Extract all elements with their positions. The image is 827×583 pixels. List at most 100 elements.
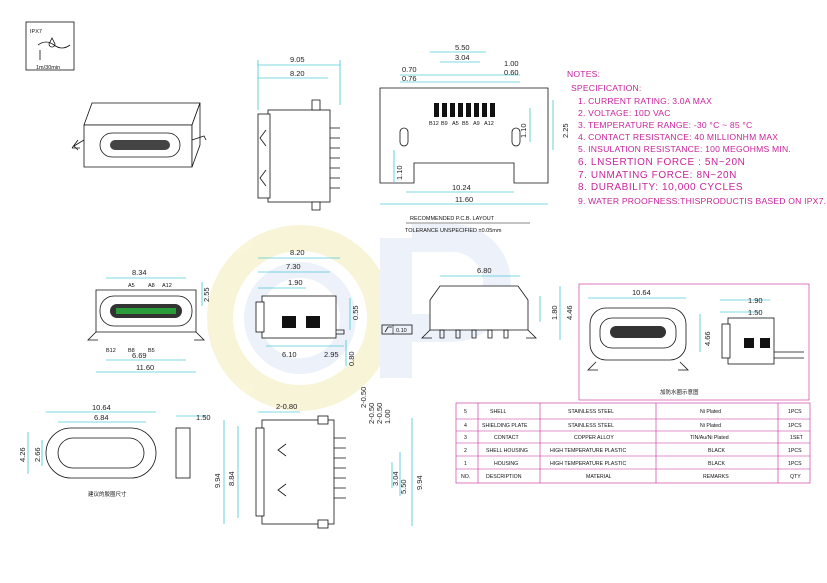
notes-heading: NOTES: xyxy=(567,69,600,79)
bom-table: 5 SHELL STAINLESS STEEL Ni Plated 1PCS 4… xyxy=(455,402,811,484)
bom-h-desc: DESCRIPTION xyxy=(486,474,522,480)
bom-r1-no: 1 xyxy=(464,461,467,467)
bom-r5-mat: STAINLESS STEEL xyxy=(568,409,614,415)
bom-r1-rem: BLACK xyxy=(708,461,726,467)
bottom-dim-1-00: 1.00 xyxy=(383,409,392,424)
waterproof-illustration: 10.64 4.66 1.90 1.50 加防水圈示意图 xyxy=(578,283,810,401)
bom-r1-mat: HIGH TEMPERATURE PLASTIC xyxy=(550,461,626,467)
bom-r3-desc: CONTACT xyxy=(494,435,520,441)
notes-spec: SPECIFICATION: xyxy=(571,83,641,93)
bottom-view: 2-0.80 2-0.50 2-0.50 2-0.50 1.00 3.04 5.… xyxy=(213,387,424,529)
wp-dim-1-50: 1.50 xyxy=(748,308,763,317)
side-dim-7-30: 7.30 xyxy=(286,262,301,271)
pcb-dim-0-60: 0.60 xyxy=(504,68,519,77)
bom-r4-mat: STAINLESS STEEL xyxy=(568,423,614,429)
note-9: 9. WATER PROOFNESS:THISPRODUCTIS BASED O… xyxy=(578,196,826,206)
flatness-callout: 0.10 xyxy=(381,324,413,335)
front-view: 8.34 A5 A8 A12 B12 B8 B5 6.69 11.60 2.55 xyxy=(87,268,211,373)
pcb-dim-0-76: 0.76 xyxy=(402,74,417,83)
rear-dim-6-80: 6.80 xyxy=(477,266,492,275)
wp-dim-4-66: 4.66 xyxy=(703,331,712,346)
bottom-dim-2-050-a: 2-0.50 xyxy=(359,387,368,408)
pcb-dim-0-70: 0.70 xyxy=(402,65,417,74)
bom-r2-mat: HIGH TEMPERATURE PLASTIC xyxy=(550,448,626,454)
ring-view: 10.64 6.84 4.26 2.66 1.50 建议的胶圈尺寸 xyxy=(18,403,211,498)
ring-dim-2-66: 2.66 xyxy=(33,447,42,462)
pcb-dim-1-10-left: 1.10 xyxy=(395,165,404,180)
rear-view: 6.80 1.80 4.46 xyxy=(421,266,574,340)
dim-8-20: 8.20 xyxy=(290,69,305,78)
pcb-dim-10-24: 10.24 xyxy=(452,183,471,192)
front-pin-b8: B8 xyxy=(128,348,135,354)
note-1: 1. CURRENT RATING: 3.0A MAX xyxy=(578,96,712,106)
note-2: 2. VOLTAGE: 10D VAC xyxy=(578,108,671,118)
note-3: 3. TEMPERATURE RANGE: -30 °C ~ 85 °C xyxy=(578,120,752,130)
notes-panel: NOTES: SPECIFICATION: 1. CURRENT RATING:… xyxy=(567,69,826,206)
bom-r3-no: 3 xyxy=(464,435,467,441)
bom-r5-no: 5 xyxy=(464,409,467,415)
ring-dim-1-50: 1.50 xyxy=(196,413,211,422)
bom-r4-no: 4 xyxy=(464,423,467,429)
front-pin-b12: B12 xyxy=(106,348,116,354)
bom-h-rem: REMARKS xyxy=(703,474,729,480)
ipx7-badge: IPX7 1m/30min xyxy=(25,21,75,71)
bom-r1-desc: HOUSING xyxy=(494,461,518,467)
pcb-pin-a5: A5 xyxy=(452,121,459,127)
bom-r3-qty: 1SET xyxy=(790,435,804,441)
pcb-pin-b12: B12 xyxy=(429,121,439,127)
pcb-dim-5-50: 5.50 xyxy=(455,43,470,52)
bottom-dim-2-050-c: 2-0.50 xyxy=(375,403,384,424)
watermark-logo xyxy=(207,224,511,411)
bom-r1-qty: 1PCS xyxy=(788,461,802,467)
bom-h-qty: QTY xyxy=(790,474,801,480)
ring-dim-6-84: 6.84 xyxy=(94,413,109,422)
ring-caption: 建议的胶圈尺寸 xyxy=(88,490,127,498)
bottom-dim-8-84: 8.84 xyxy=(227,471,236,486)
note-7: 7. UNMATING FORCE: 8N~20N xyxy=(578,170,737,181)
bom-h-mat: MATERIAL xyxy=(586,474,612,480)
pcb-dim-2-25: 2.25 xyxy=(561,123,570,138)
ring-dim-10-64: 10.64 xyxy=(92,403,111,412)
front-pin-a8: A8 xyxy=(148,283,155,289)
bom-r2-desc: SHELL HOUSING xyxy=(486,448,528,454)
side-dim-8-20: 8.20 xyxy=(290,248,305,257)
side-dim-0-80: 0.80 xyxy=(347,351,356,366)
bottom-dim-2-080: 2-0.80 xyxy=(276,402,297,411)
side-view: 8.20 7.30 1.90 6.10 2.95 0.55 0.80 xyxy=(255,248,360,366)
side-dim-6-10: 6.10 xyxy=(282,350,297,359)
note-5: 5. INSULATION RESISTANCE: 100 MEGOHMS MI… xyxy=(578,144,791,154)
ipx7-title: IPX7 xyxy=(30,29,42,35)
pcb-dim-3-04: 3.04 xyxy=(455,53,470,62)
pcb-layout-label: RECOMMENDED P.C.B. LAYOUT xyxy=(410,216,495,222)
pcb-tolerance: TOLERANCE UNSPECIFIED ±0.05mm xyxy=(405,228,502,234)
side-dim-2-95: 2.95 xyxy=(324,350,339,359)
bom-r3-rem: TIN/Au/Ni Plated xyxy=(690,435,729,441)
flatness-value: 0.10 xyxy=(396,328,407,334)
note-8: 8. DURABILITY: 10,000 CYCLES xyxy=(578,182,743,193)
ring-dim-4-26: 4.26 xyxy=(18,447,27,462)
front-dim-2-55: 2.55 xyxy=(202,287,211,302)
pcb-pin-a9: A9 xyxy=(473,121,480,127)
bottom-dim-9-94-left: 9.94 xyxy=(213,473,222,488)
bottom-dim-9-94-right: 9.94 xyxy=(415,475,424,490)
front-pin-a5: A5 xyxy=(128,283,135,289)
pcb-pin-b5: B5 xyxy=(462,121,469,127)
bottom-dim-2-050-b: 2-0.50 xyxy=(367,403,376,424)
bom-r4-desc: SHIELDING PLATE xyxy=(482,423,528,429)
bom-r5-desc: SHELL xyxy=(490,409,507,415)
pcb-layout: 5.50 3.04 1.00 0.60 0.70 0.76 B12 B9 A5 … xyxy=(379,43,570,234)
bom-r2-no: 2 xyxy=(464,448,467,454)
pcb-pin-a12: A12 xyxy=(484,121,494,127)
bom-r4-qty: 1PCS xyxy=(788,423,802,429)
side-dim-1-90: 1.90 xyxy=(288,278,303,287)
side-dim-0-55: 0.55 xyxy=(351,305,360,320)
ipx7-depth: 1m/30min xyxy=(36,65,60,71)
wp-dim-1-90: 1.90 xyxy=(748,296,763,305)
note-6: 6. LNSERTION FORCE : 5N~20N xyxy=(578,157,745,168)
isometric-view xyxy=(71,102,207,168)
pcb-dim-1-10-right: 1.10 xyxy=(519,123,528,138)
front-pin-a12: A12 xyxy=(162,283,172,289)
dim-9-05: 9.05 xyxy=(290,55,305,64)
bottom-dim-5-50: 5.50 xyxy=(399,479,408,494)
